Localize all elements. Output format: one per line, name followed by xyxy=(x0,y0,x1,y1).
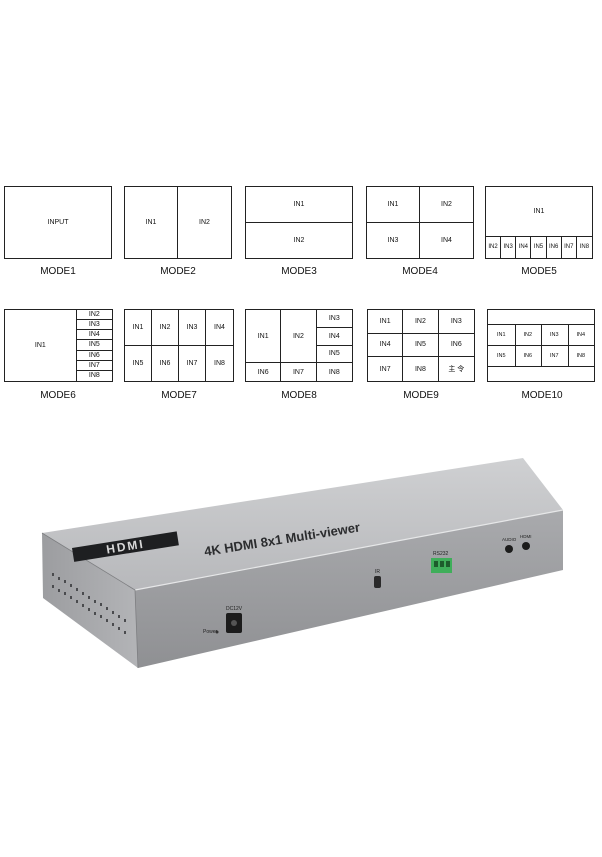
mode9-label: MODE9 xyxy=(403,390,439,401)
mode10-cell-in5: IN5 xyxy=(496,353,506,359)
mode8-cell-in1: IN1 xyxy=(246,310,282,364)
mode5-cell-in3: IN3 xyxy=(501,236,517,258)
mode5-cell-in2: IN2 xyxy=(486,236,502,258)
mode9-cell-in1: IN1 xyxy=(368,310,404,334)
mode6-cell-in7: IN7 xyxy=(76,361,112,371)
mode5-cell-in7: IN7 xyxy=(562,236,577,258)
mode9-cell-in4: IN4 xyxy=(368,333,404,358)
mode6-cell-in5: IN5 xyxy=(76,340,112,351)
mode10-cell-in6: IN6 xyxy=(523,353,533,359)
device-left-side xyxy=(42,533,138,668)
mode5-cell-in1: IN1 xyxy=(486,187,592,237)
mode3-diagram: IN1 IN2 xyxy=(245,186,353,259)
mode7-cell-in1: IN1 xyxy=(125,310,152,346)
mode6-cell-in3: IN3 xyxy=(76,320,112,331)
mode8-label: MODE8 xyxy=(281,390,317,401)
rs232-label: RS232 xyxy=(433,551,449,557)
mode2-label: MODE2 xyxy=(160,266,196,277)
mode5-cell-in5: IN5 xyxy=(531,236,547,258)
mode6-cell-in6: IN6 xyxy=(76,351,112,361)
mode6-label: MODE6 xyxy=(40,390,76,401)
audio-label: AUDIO xyxy=(502,537,517,542)
mode7-cell-in2: IN2 xyxy=(152,310,179,346)
mode10-cell-in1: IN1 xyxy=(496,332,506,338)
mode8-diagram: IN1 IN2 IN3 IN4 IN5 IN6 IN7 IN8 xyxy=(245,309,353,382)
mode5-cell-in4: IN4 xyxy=(516,236,532,258)
mode8-cell-in8: IN8 xyxy=(328,368,340,376)
mode6-cell-in4: IN4 xyxy=(76,330,112,341)
mode2-diagram: IN1 IN2 xyxy=(124,186,232,259)
mode6-cell-in2: IN2 xyxy=(76,310,112,321)
mode9-cell-in3: IN3 xyxy=(438,310,474,334)
mode7-cell-in8: IN8 xyxy=(214,359,225,367)
ir-label: IR xyxy=(375,569,380,575)
ir-receiver xyxy=(374,576,381,588)
side-vents xyxy=(52,573,126,634)
hdmi-out-label: HDMI xyxy=(520,534,532,539)
mode8-cell-in7: IN7 xyxy=(281,363,317,381)
mode9-cell-in2: IN2 xyxy=(403,310,439,334)
mode1-cell-input: INPUT xyxy=(47,219,69,226)
mode1-label: MODE1 xyxy=(40,266,76,277)
mode3-label: MODE3 xyxy=(281,266,317,277)
mode5-cell-in8: IN8 xyxy=(579,244,590,251)
mode2-cell-in2: IN2 xyxy=(199,219,210,226)
mode7-cell-in7: IN7 xyxy=(179,345,206,381)
mode4-cell-in1: IN1 xyxy=(367,187,420,223)
mode8-cell-in5: IN5 xyxy=(316,346,352,364)
mode8-cell-in3: IN3 xyxy=(316,310,352,328)
mode10-cell-in8: IN8 xyxy=(576,353,586,359)
mode8-cell-in2: IN2 xyxy=(281,310,317,364)
mode8-cell-in6: IN6 xyxy=(246,363,282,381)
mode6-cell-in8: IN8 xyxy=(88,372,100,380)
mode4-diagram: IN1 IN2 IN3 IN4 xyxy=(366,186,474,259)
mode9-cell-in5: IN5 xyxy=(403,333,439,358)
mode4-cell-in2: IN2 xyxy=(420,187,473,223)
mode8-cell-in4: IN4 xyxy=(316,328,352,346)
hdmi-out-port xyxy=(522,542,530,550)
mode4-label: MODE4 xyxy=(402,266,438,277)
mode9-cell-in8: IN8 xyxy=(403,357,439,381)
mode2-cell-in1: IN1 xyxy=(125,187,178,258)
mode5-cell-in6: IN6 xyxy=(547,236,562,258)
mode7-cell-in4: IN4 xyxy=(206,310,233,346)
mode10-label: MODE10 xyxy=(521,390,563,401)
mode3-cell-in2: IN2 xyxy=(293,236,305,244)
mode6-diagram: IN1 IN2 IN3 IN4 IN5 IN6 IN7 IN8 xyxy=(4,309,113,382)
mode7-cell-in5: IN5 xyxy=(125,345,152,381)
mode3-cell-in1: IN1 xyxy=(246,187,352,223)
hdmi-logo-text: HDMI xyxy=(105,537,145,557)
mode7-label: MODE7 xyxy=(161,390,197,401)
mode5-label: MODE5 xyxy=(521,266,557,277)
audio-jack xyxy=(505,545,513,553)
mode10-cell-in4: IN4 xyxy=(576,332,586,338)
mode9-cell-main: 主 令 xyxy=(448,366,465,374)
mode1-diagram: INPUT xyxy=(4,186,112,259)
mode7-cell-in6: IN6 xyxy=(152,345,179,381)
mode9-cell-in7: IN7 xyxy=(368,357,404,381)
mode7-diagram: IN1 IN2 IN3 IN4 IN5 IN6 IN7 IN8 xyxy=(124,309,234,382)
hdmi-logo: HDMI xyxy=(72,531,179,562)
mode10-diagram: IN1 IN2 IN3 IN4 IN5 IN6 IN7 IN8 xyxy=(487,309,595,382)
mode9-cell-in6: IN6 xyxy=(438,334,474,358)
power-switch-label: Power xyxy=(203,629,218,635)
power-label: DC12V xyxy=(226,606,243,612)
mode10-cell-in3: IN3 xyxy=(549,332,559,338)
mode4-cell-in3: IN3 xyxy=(367,222,420,258)
mode5-diagram: IN1 IN2 IN3 IN4 IN5 IN6 IN7 IN8 xyxy=(485,186,593,259)
mode7-cell-in3: IN3 xyxy=(179,310,206,346)
mode6-cell-in1: IN1 xyxy=(5,310,77,381)
device-top-surface xyxy=(42,458,563,590)
mode4-cell-in4: IN4 xyxy=(441,236,452,244)
mode9-diagram: IN1 IN2 IN3 IN4 IN5 IN6 IN7 IN8 主 令 xyxy=(367,309,475,382)
mode10-cell-in7: IN7 xyxy=(549,353,559,359)
mode10-cell-in2: IN2 xyxy=(523,332,533,338)
